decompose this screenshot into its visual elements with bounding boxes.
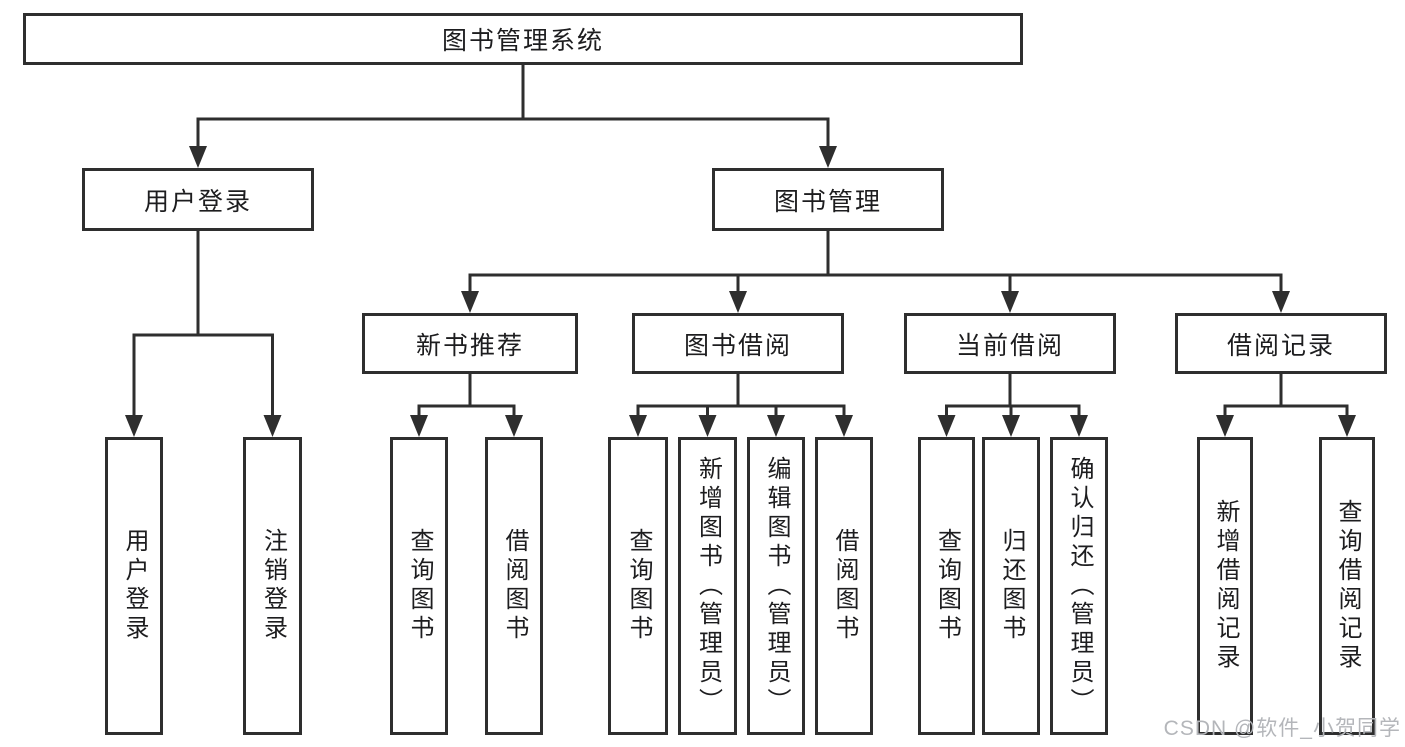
node-logout-leaf: 注销登录 bbox=[243, 437, 302, 735]
node-query-borrow-record-leaf: 查询借阅记录 bbox=[1319, 437, 1375, 735]
node-query-books-leaf: 查询图书 bbox=[390, 437, 448, 735]
node-current-borrowing: 当前借阅 bbox=[904, 313, 1116, 374]
node-user-login: 用户登录 bbox=[82, 168, 314, 231]
node-add-book-admin-leaf: 新增图书（管理员） bbox=[678, 437, 737, 735]
arrowheads bbox=[125, 146, 1356, 437]
node-edit-book-admin-leaf: 编辑图书（管理员） bbox=[747, 437, 805, 735]
node-borrowing-records: 借阅记录 bbox=[1175, 313, 1387, 374]
connector-path bbox=[132, 62, 1349, 421]
node-query-books-leaf: 查询图书 bbox=[608, 437, 668, 735]
node-add-borrow-record-leaf: 新增借阅记录 bbox=[1197, 437, 1253, 735]
node-new-book-recommendation: 新书推荐 bbox=[362, 313, 578, 374]
node-library-management-system: 图书管理系统 bbox=[23, 13, 1023, 65]
node-book-management: 图书管理 bbox=[712, 168, 944, 231]
node-borrow-books-leaf: 借阅图书 bbox=[485, 437, 543, 735]
node-user-login-leaf: 用户登录 bbox=[105, 437, 163, 735]
node-borrow-books-leaf: 借阅图书 bbox=[815, 437, 873, 735]
node-query-books-leaf: 查询图书 bbox=[918, 437, 975, 735]
node-book-borrowing: 图书借阅 bbox=[632, 313, 844, 374]
node-confirm-return-admin-leaf: 确认归还（管理员） bbox=[1050, 437, 1108, 735]
csdn-watermark: CSDN @软件_小贺同学 bbox=[1163, 717, 1401, 740]
node-return-books-leaf: 归还图书 bbox=[982, 437, 1040, 735]
